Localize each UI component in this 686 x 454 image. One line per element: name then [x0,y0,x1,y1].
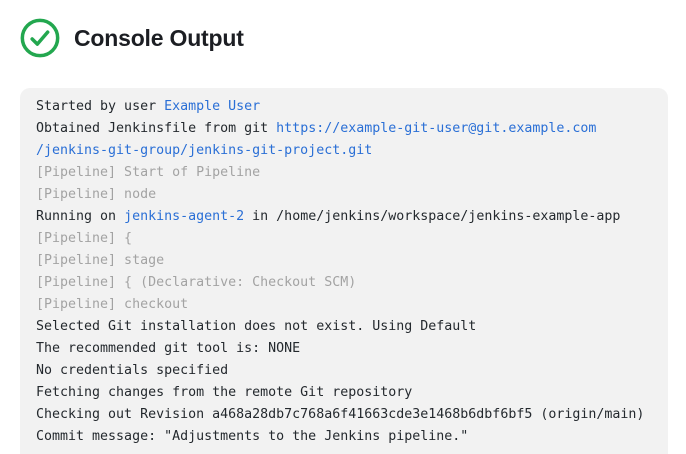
console-line: Checking out Revision a468a28db7c768a6f4… [36,404,652,426]
console-line: [Pipeline] { [36,228,652,250]
console-link[interactable]: /jenkins-git-group/jenkins-git-project.g… [36,143,373,158]
console-line: [Pipeline] node [36,184,652,206]
console-line: The recommended git tool is: NONE [36,338,652,360]
console-line: Selected Git installation does not exist… [36,316,652,338]
console-link[interactable]: Example User [164,99,261,114]
console-line: Obtained Jenkinsfile from git https://ex… [36,118,652,140]
console-muted-text: [Pipeline] node [36,187,157,202]
console-muted-text: [Pipeline] Start of Pipeline [36,165,261,180]
console-text: Fetching changes from the remote Git rep… [36,385,413,400]
console-text: Checking out Revision a468a28db7c768a6f4… [36,407,645,422]
console-line: [Pipeline] { (Declarative: Checkout SCM) [36,272,652,294]
console-muted-text: [Pipeline] stage [36,253,165,268]
console-line: [Pipeline] Start of Pipeline [36,162,652,184]
console-line: [Pipeline] checkout [36,294,652,316]
console-muted-text: [Pipeline] checkout [36,297,189,312]
console-line: /jenkins-git-group/jenkins-git-project.g… [36,140,652,162]
console-text: Commit message: "Adjustments to the Jenk… [36,429,469,444]
console-line: Fetching changes from the remote Git rep… [36,382,652,404]
console-text: Running on [36,209,125,224]
console-link[interactable]: https://example-git-user@git.example.com [276,121,597,136]
console-line: Started by user Example User [36,96,652,118]
console-text: No credentials specified [36,363,229,378]
console-link[interactable]: jenkins-agent-2 [124,209,245,224]
console-text: Obtained Jenkinsfile from git [36,121,277,136]
console-text: Started by user [36,99,165,114]
console-line: Running on jenkins-agent-2 in /home/jenk… [36,206,652,228]
success-check-icon [20,18,60,58]
console-text: The recommended git tool is: NONE [36,341,301,356]
console-muted-text: [Pipeline] { [36,231,133,246]
page-header: Console Output [0,0,686,64]
console-line: [Pipeline] stage [36,250,652,272]
console-line: No credentials specified [36,360,652,382]
console-text: in /home/jenkins/workspace/jenkins-examp… [244,209,621,224]
console-line: Commit message: "Adjustments to the Jenk… [36,426,652,448]
console-muted-text: [Pipeline] { (Declarative: Checkout SCM) [36,275,357,290]
page-title: Console Output [74,24,244,51]
console-text: Selected Git installation does not exist… [36,319,477,334]
